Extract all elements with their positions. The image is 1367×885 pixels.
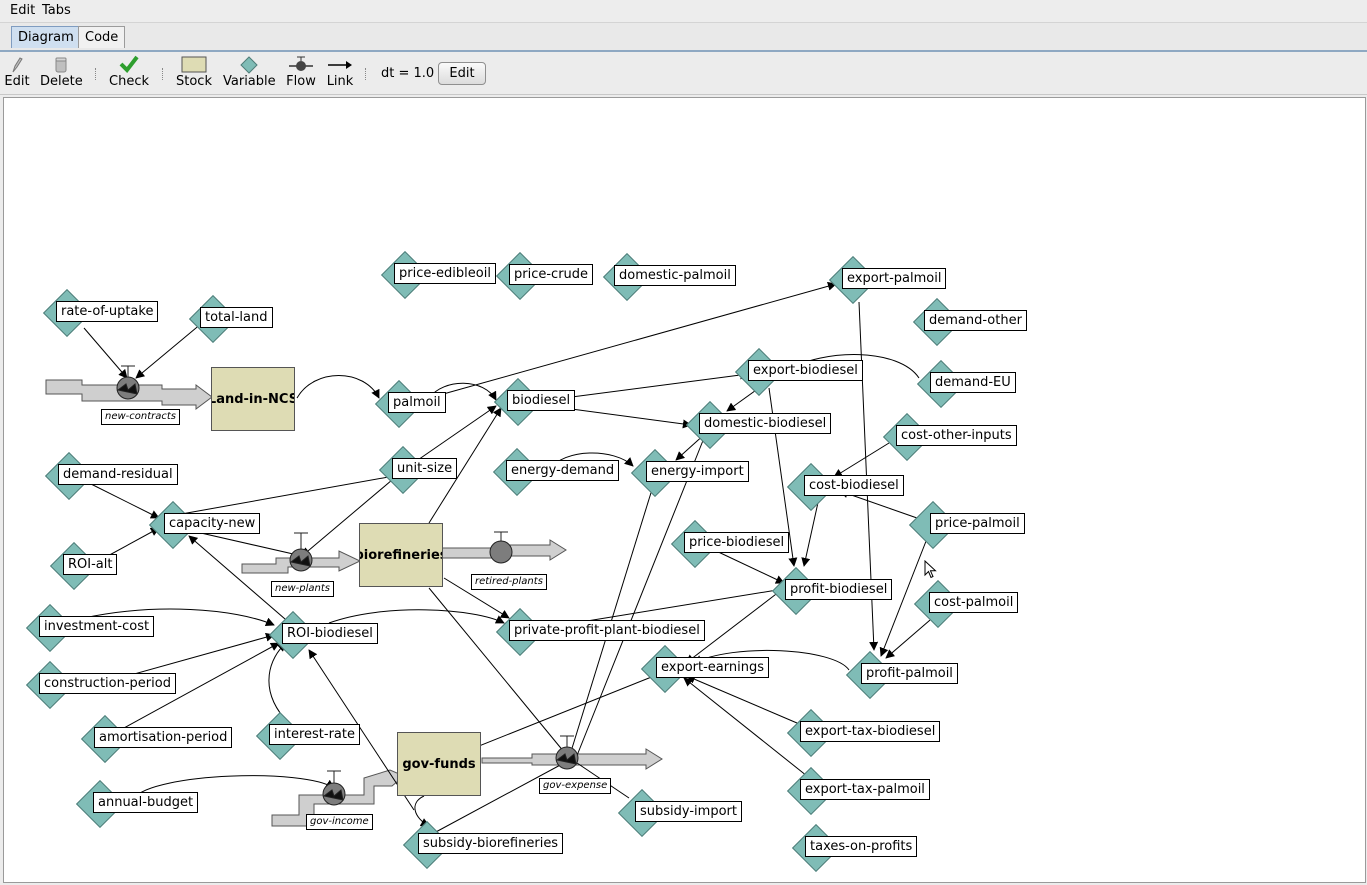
- delete-tool-label: Delete: [40, 74, 83, 89]
- toolbar-separator: [95, 68, 98, 80]
- variable-label: biodiesel: [507, 390, 576, 411]
- flow-new-contracts[interactable]: new-contracts: [101, 409, 181, 425]
- flow-tool-button[interactable]: Flow: [286, 54, 316, 89]
- variable-label: export-biodiesel: [748, 360, 863, 381]
- link-tool-button[interactable]: Link: [326, 54, 354, 89]
- tab-diagram[interactable]: Diagram: [11, 26, 81, 48]
- stock-land-in-ncs[interactable]: Land-in-NCS: [211, 367, 295, 431]
- mouse-cursor-icon: [924, 560, 937, 579]
- trash-icon: [40, 54, 82, 74]
- flow-valve-icon: [286, 54, 316, 74]
- tab-bar: Diagram Code: [0, 23, 1367, 52]
- variable-label: unit-size: [392, 458, 458, 479]
- variable-label: demand-residual: [58, 464, 178, 485]
- variable-tool-button[interactable]: Variable: [223, 54, 276, 89]
- variable-label: price-crude: [509, 264, 594, 285]
- stock-gov-funds[interactable]: gov-funds: [397, 732, 481, 796]
- link-tool-label: Link: [326, 74, 354, 89]
- variable-label: investment-cost: [39, 616, 155, 637]
- edit-tool-label: Edit: [4, 74, 30, 89]
- variable-label: energy-demand: [506, 460, 620, 481]
- variable-label: demand-EU: [930, 372, 1016, 393]
- check-tool-label: Check: [109, 74, 149, 89]
- tab-code[interactable]: Code: [78, 26, 126, 48]
- variable-label: profit-biodiesel: [785, 579, 893, 600]
- variable-label: construction-period: [39, 673, 176, 694]
- diagram-canvas[interactable]: Land-in-NCS biorefineries gov-funds new-…: [3, 97, 1366, 883]
- variable-label: export-tax-biodiesel: [800, 721, 941, 742]
- variable-label: export-earnings: [656, 657, 769, 678]
- variable-diamond-icon: [223, 54, 275, 74]
- variable-label: ROI-alt: [63, 554, 118, 575]
- variable-label: rate-of-uptake: [56, 301, 159, 322]
- arrow-right-icon: [326, 54, 354, 74]
- variable-label: cost-palmoil: [929, 592, 1019, 613]
- variable-label: energy-import: [646, 461, 749, 482]
- variable-label: subsidy-biorefineries: [418, 833, 564, 854]
- diagram-links: [45, 281, 945, 834]
- flow-valves: [116, 365, 579, 806]
- variable-label: domestic-palmoil: [614, 265, 736, 286]
- flow-new-plants[interactable]: new-plants: [271, 581, 334, 597]
- pencil-icon: [4, 54, 30, 74]
- stock-biorefineries[interactable]: biorefineries: [359, 523, 443, 587]
- variable-label: domestic-biodiesel: [699, 413, 832, 434]
- dt-edit-button[interactable]: Edit: [438, 62, 486, 85]
- variable-label: amortisation-period: [94, 727, 233, 748]
- toolbar-separator: [162, 68, 165, 80]
- variable-label: ROI-biodiesel: [282, 623, 378, 644]
- variable-label: private-profit-plant-biodiesel: [509, 620, 705, 641]
- stock-label: biorefineries: [359, 547, 443, 563]
- edit-tool-button[interactable]: Edit: [4, 54, 30, 89]
- flow-gov-expense[interactable]: gov-expense: [539, 778, 612, 794]
- flow-retired-plants[interactable]: retired-plants: [471, 574, 547, 590]
- stock-label: Land-in-NCS: [211, 391, 295, 407]
- stock-tool-label: Stock: [176, 74, 212, 89]
- variable-label: taxes-on-profits: [805, 836, 918, 857]
- variable-label: price-biodiesel: [684, 532, 790, 553]
- variable-label: interest-rate: [269, 724, 360, 745]
- menu-tabs[interactable]: Tabs: [42, 3, 71, 18]
- dt-label: dt = 1.0: [381, 66, 435, 81]
- flow-gov-income[interactable]: gov-income: [306, 814, 373, 830]
- variable-label: palmoil: [388, 392, 446, 413]
- menu-bar: Edit Tabs: [0, 0, 1367, 23]
- toolbar-separator: [365, 68, 368, 80]
- variable-label: price-edibleoil: [394, 263, 496, 284]
- checkmark-icon: [109, 54, 149, 74]
- menu-edit[interactable]: Edit: [10, 3, 36, 18]
- check-tool-button[interactable]: Check: [109, 54, 149, 89]
- flow-tool-label: Flow: [286, 74, 316, 89]
- stock-icon: [176, 54, 212, 74]
- variable-tool-label: Variable: [223, 74, 276, 89]
- variable-label: cost-biodiesel: [804, 475, 904, 496]
- variable-label: export-palmoil: [842, 268, 947, 289]
- variable-label: cost-other-inputs: [896, 425, 1017, 446]
- variable-label: price-palmoil: [930, 513, 1025, 534]
- variable-label: subsidy-import: [635, 801, 742, 822]
- stock-label: gov-funds: [402, 756, 476, 772]
- variable-label: export-tax-palmoil: [800, 779, 930, 800]
- variable-label: annual-budget: [93, 792, 199, 813]
- variable-label: capacity-new: [164, 513, 261, 534]
- toolbar: Edit Delete Check Stock Variable Flow: [0, 52, 1367, 95]
- delete-tool-button[interactable]: Delete: [40, 54, 83, 89]
- variable-label: profit-palmoil: [861, 663, 958, 684]
- stock-tool-button[interactable]: Stock: [176, 54, 212, 89]
- variable-label: total-land: [200, 307, 273, 328]
- variable-label: demand-other: [924, 310, 1027, 331]
